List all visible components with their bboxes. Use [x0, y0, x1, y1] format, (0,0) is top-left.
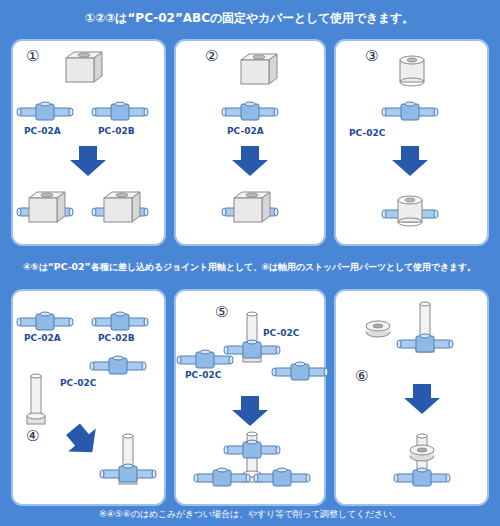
part-name: PC-02C: [60, 378, 96, 388]
callout-number: ①: [26, 48, 39, 65]
instruction-panel: ⑤ PC-02C PC-02C: [175, 290, 325, 505]
callout-number: ⑤: [215, 304, 228, 321]
part-name: PC-02C: [263, 328, 299, 338]
instruction-panel: ② PC-02A: [175, 40, 325, 245]
instruction-panel: ⑥: [335, 290, 488, 505]
part-name: PC-02A: [24, 126, 61, 136]
callout-number: ⑥: [355, 368, 368, 385]
section-banner: ④⑤は“PC-02”各種に差し込めるジョイント用軸として、⑥は軸用のストッパー用…: [23, 262, 476, 273]
part-name: PC-02A: [227, 126, 264, 136]
footnote: ※④⑤⑥のはめこみがきつい場合は、やすり等で削って調整してください。: [99, 509, 401, 519]
part-name: PC-02A: [24, 333, 61, 343]
part-name: PC-02C: [185, 370, 221, 380]
part-name: PC-02B: [98, 126, 135, 136]
instruction-panel: ③ PC-02C: [335, 40, 488, 245]
part-name: PC-02C: [349, 128, 385, 138]
callout-number: ④: [26, 428, 39, 445]
callout-number: ②: [205, 48, 218, 65]
callout-number: ③: [365, 48, 378, 65]
instruction-panel: ① PC-02A PC-02B: [12, 40, 165, 245]
heading-banner: ①②③は“PC-02”ABCの固定やカバーとして使用できます。: [85, 12, 414, 26]
part-name: PC-02B: [98, 333, 135, 343]
instruction-panel: PC-02A PC-02B PC-02C ④: [12, 290, 165, 505]
